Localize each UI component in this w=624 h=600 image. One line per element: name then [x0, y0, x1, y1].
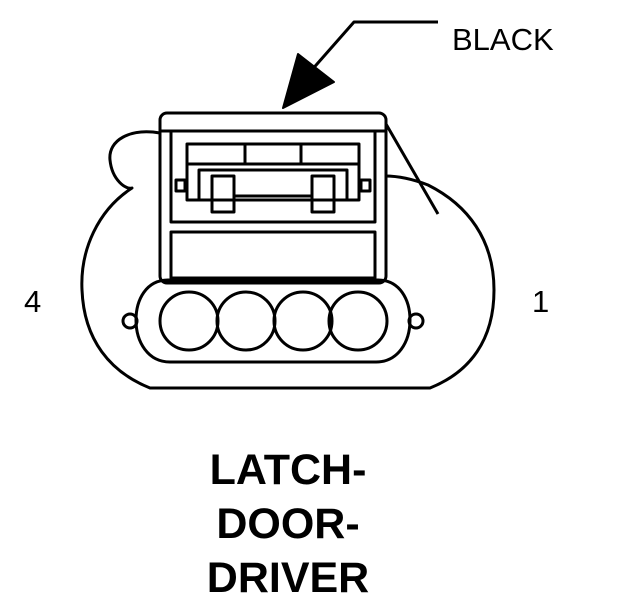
lock-housing [158, 111, 388, 285]
pin-label-right: 1 [532, 284, 550, 319]
connector-name-line-3: DRIVER [206, 554, 370, 600]
mount-hole-left [121, 312, 139, 330]
leader-arrowhead [282, 53, 335, 109]
lock-tooth-right [310, 174, 336, 214]
wire-color-label: BLACK [452, 22, 554, 57]
terminal-cavity [158, 290, 220, 352]
terminal-cavity [272, 290, 334, 352]
connector-name-line-2: DOOR- [216, 500, 360, 548]
lock-bar [197, 168, 349, 202]
terminal-cavity [327, 290, 389, 352]
lower-panel [169, 230, 377, 280]
pin-label-left: 4 [24, 284, 42, 319]
lock-nub-right [359, 178, 372, 193]
mount-hole-right [407, 312, 425, 330]
connector-name-line-1: LATCH- [209, 446, 367, 494]
lock-nub-left [174, 178, 187, 193]
cavity-strip [134, 278, 412, 364]
housing-diagonal [384, 123, 440, 215]
leader-line [308, 20, 438, 73]
latch-frame [169, 129, 377, 224]
lock-tooth-left [210, 174, 236, 214]
terminal-cavity [215, 290, 277, 352]
connector-body-outline [80, 130, 496, 390]
